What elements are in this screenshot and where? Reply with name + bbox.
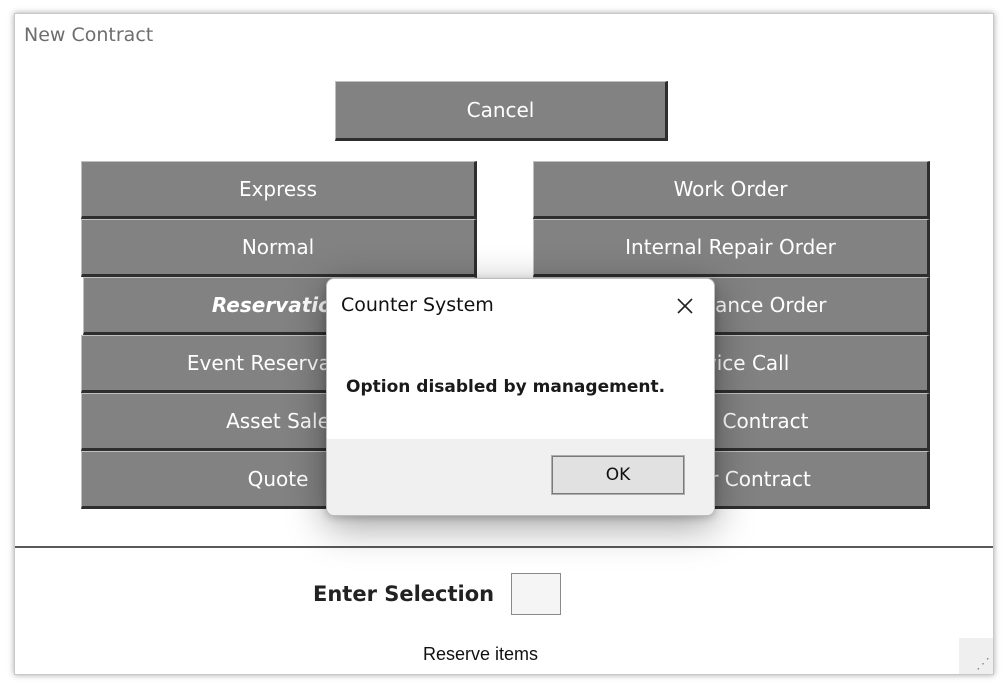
message-dialog: Counter System Option disabled by manage…: [326, 278, 715, 516]
option-normal-button[interactable]: Normal: [81, 219, 477, 277]
ok-button[interactable]: OK: [551, 455, 685, 495]
option-express-button[interactable]: Express: [81, 161, 477, 219]
window-title: New Contract: [24, 24, 154, 46]
enter-selection-label: Enter Selection: [313, 582, 495, 606]
section-divider: [15, 546, 993, 548]
dialog-message: Option disabled by management.: [346, 377, 666, 397]
close-icon[interactable]: [670, 291, 700, 321]
enter-selection-input[interactable]: [511, 573, 561, 615]
option-work-order-button[interactable]: Work Order: [533, 161, 930, 219]
dialog-title: Counter System: [341, 294, 494, 316]
cancel-button[interactable]: Cancel: [335, 81, 668, 141]
status-text: Reserve items: [423, 644, 539, 664]
option-internal-repair-order-button[interactable]: Internal Repair Order: [533, 219, 930, 277]
resize-grip-icon[interactable]: ⋰: [959, 638, 993, 674]
